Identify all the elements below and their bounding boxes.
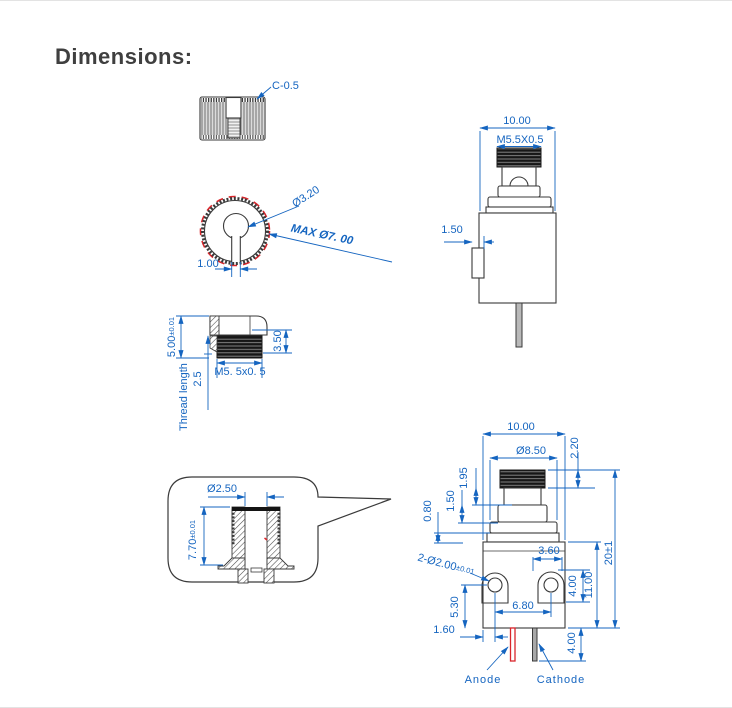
max-dia-label: MAX Ø7. 00 — [290, 223, 355, 248]
thread-length-caption: Thread length — [178, 363, 190, 431]
chamfer-leader — [256, 86, 272, 100]
hole-height-label: 4.00 — [567, 575, 579, 596]
thread-length-value: 2.5 — [192, 371, 204, 386]
main-step — [497, 504, 548, 523]
side-flange1 — [487, 196, 552, 208]
cathode-label: Cathode — [537, 674, 586, 686]
main-width-label: 10.00 — [507, 421, 535, 433]
page-title: Dimensions: — [55, 44, 193, 69]
detail-left-leg — [237, 568, 249, 584]
main-neck — [503, 487, 542, 506]
d080-label: 0.80 — [422, 500, 434, 521]
view-side: 10.00 M5.5X0.5 1.50 — [441, 115, 557, 348]
left-boss — [481, 572, 509, 604]
hole-spacing-label: 6.80 — [512, 600, 533, 612]
view-detail-callout: Ø2.50 7.70±0.01 — [167, 476, 392, 584]
side-width-label: 10.00 — [503, 115, 531, 127]
cap-center-slot — [225, 96, 242, 119]
tab-offset-label: 1.50 — [441, 224, 462, 236]
side-flange2 — [485, 206, 554, 214]
anode-pin — [509, 627, 516, 662]
view-cap-section: 5.00±0.01 3.50 M5. 5x0. 5 Thread length … — [166, 315, 292, 431]
side-thread-spec-label: M5.5X0.5 — [496, 134, 543, 146]
cathode-leader — [538, 643, 554, 671]
aperture-leader — [247, 205, 300, 228]
detail-center-stub — [250, 567, 263, 573]
cap-thread-spec-label: M5. 5x0. 5 — [214, 366, 265, 378]
right-mount-hole — [543, 577, 559, 593]
side-body — [478, 212, 557, 304]
page-top-border — [0, 0, 732, 1]
main-flange2 — [486, 532, 560, 543]
side-thread-barrel — [496, 147, 542, 168]
main-thread-barrel — [499, 469, 546, 489]
d160-label: 1.60 — [433, 624, 454, 636]
cap-threaded-bore — [227, 117, 241, 139]
side-step — [497, 185, 541, 198]
cathode-pin — [532, 627, 538, 662]
chamfer-label: C-0.5 — [272, 80, 299, 92]
flange-dia-label: Ø8.50 — [516, 445, 546, 457]
side-pin — [515, 302, 523, 348]
view-main: 10.00 Ø8.50 2.20 1.95 1.50 — [416, 421, 620, 686]
max-dia-leader — [268, 233, 393, 263]
d150-label: 1.50 — [445, 490, 457, 511]
slot-width-label: 1.00 — [197, 258, 218, 270]
pin-length-label: 4.00 — [566, 632, 578, 653]
side-tab — [471, 247, 485, 279]
max-diameter-circle — [199, 195, 271, 267]
detail-depth-label: 7.70±0.01 — [187, 520, 199, 560]
detail-top-band — [232, 507, 280, 511]
detail-red-mark — [264, 537, 268, 541]
cap-thread-hatch — [209, 335, 218, 353]
h500-label: 5.00±0.01 — [166, 317, 178, 357]
view-knurled-cap: C-0.5 — [199, 80, 299, 141]
right-boss — [537, 571, 565, 604]
knurled-ring — [201, 197, 269, 265]
slot-fill — [232, 231, 241, 262]
detail-right-leg — [263, 568, 275, 584]
d350-label: 3.50 — [272, 330, 284, 351]
anode-leader — [486, 646, 509, 671]
d195-label: 1.95 — [458, 467, 470, 488]
holes-spec-label: 2-Ø2.00±0.01 — [416, 552, 476, 579]
overall-height-label: 20±1 — [603, 541, 615, 565]
thread-length-label: 2.20 — [569, 437, 581, 458]
anode-label: Anode — [465, 674, 502, 686]
d530-label: 5.30 — [449, 596, 461, 617]
holes-leader — [469, 572, 490, 582]
left-mount-hole — [487, 577, 503, 593]
cap-thread-section — [216, 335, 263, 359]
aperture-dia-label: Ø3.20 — [290, 184, 322, 210]
main-flange1 — [489, 521, 558, 534]
detail-bore-dia-label: Ø2.50 — [207, 483, 237, 495]
view-front-circle: Ø3.20 MAX Ø7. 00 1.00 — [197, 184, 393, 277]
cap-head-hatch — [209, 315, 220, 336]
body-height-label: 11.00 — [583, 572, 595, 599]
side-lens-dome — [509, 176, 529, 187]
hole-offset-label: 3.60 — [538, 545, 559, 557]
